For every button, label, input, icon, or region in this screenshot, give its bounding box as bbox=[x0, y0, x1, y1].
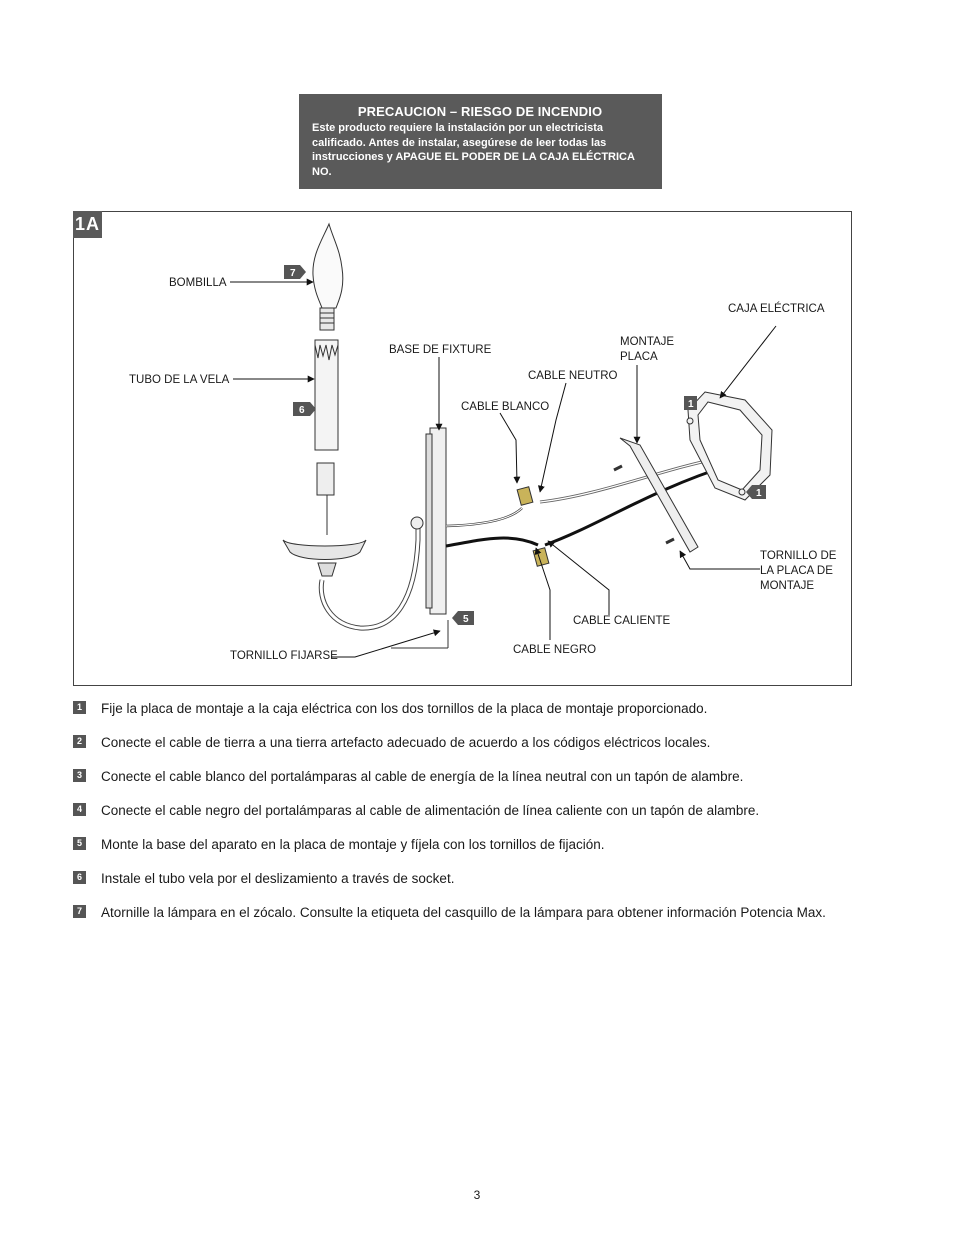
step-text: Conecte el cable blanco del portalámpara… bbox=[101, 769, 744, 784]
step-number: 5 bbox=[73, 837, 86, 850]
step-number: 4 bbox=[73, 803, 86, 816]
callout-5: 5 bbox=[452, 611, 474, 625]
svg-text:5: 5 bbox=[463, 614, 469, 625]
label-base-fixture: BASE DE FIXTURE bbox=[389, 344, 492, 356]
fixture-drawing bbox=[282, 427, 449, 649]
bulb-drawing bbox=[312, 222, 344, 331]
step-number: 7 bbox=[73, 905, 86, 918]
svg-text:7: 7 bbox=[290, 268, 296, 279]
step-text: Conecte el cable negro del portalámparas… bbox=[101, 803, 760, 818]
wires-drawing bbox=[445, 456, 731, 567]
label-montaje: MONTAJE bbox=[620, 336, 674, 348]
step-text: Conecte el cable de tierra a una tierra … bbox=[101, 735, 711, 750]
step-text: Instale el tubo vela por el deslizamient… bbox=[101, 871, 455, 886]
svg-text:6: 6 bbox=[299, 405, 305, 416]
label-bombilla: BOMBILLA bbox=[169, 277, 227, 289]
leader-lines bbox=[230, 278, 777, 658]
svg-text:1: 1 bbox=[688, 399, 694, 410]
step-number: 3 bbox=[73, 769, 86, 782]
figure-frame bbox=[73, 211, 852, 686]
label-cable-neutro: CABLE NEUTRO bbox=[528, 370, 618, 382]
caution-box: PRECAUCION – RIESGO DE INCENDIO Este pro… bbox=[299, 94, 662, 189]
step-5: 5 Monte la base del aparato en la placa … bbox=[73, 834, 863, 855]
label-tornillo-fijarse: TORNILLO FIJARSE bbox=[230, 650, 338, 662]
label-tubo-vela: TUBO DE LA VELA bbox=[129, 374, 230, 386]
label-caja-electrica: CAJA ELÉCTRICA bbox=[728, 302, 825, 315]
label-placa: PLACA bbox=[620, 351, 658, 363]
instruction-steps: 1 Fije la placa de montaje a la caja elé… bbox=[73, 698, 863, 936]
step-4: 4 Conecte el cable negro del portalámpar… bbox=[73, 800, 863, 821]
label-tornillo-placa-2: LA PLACA DE bbox=[760, 565, 833, 577]
callout-7: 7 bbox=[284, 265, 306, 279]
caution-title: PRECAUCION – RIESGO DE INCENDIO bbox=[357, 104, 603, 119]
mounting-plate-drawing bbox=[613, 437, 699, 553]
label-tornillo-placa-3: MONTAJE bbox=[760, 580, 814, 592]
step-7: 7 Atornille la lámpara en el zócalo. Con… bbox=[73, 902, 863, 923]
label-tornillo-placa-1: TORNILLO DE bbox=[760, 550, 837, 562]
step-text: Atornille la lámpara en el zócalo. Consu… bbox=[101, 905, 826, 920]
label-cable-blanco: CABLE BLANCO bbox=[461, 401, 549, 413]
step-number: 6 bbox=[73, 871, 86, 884]
caution-body: Este producto requiere la instalación po… bbox=[312, 122, 635, 178]
figure-tag: 1A bbox=[73, 211, 102, 238]
step-text: Fije la placa de montaje a la caja eléct… bbox=[101, 701, 708, 716]
step-3: 3 Conecte el cable blanco del portalámpa… bbox=[73, 766, 863, 787]
label-cable-negro: CABLE NEGRO bbox=[513, 644, 596, 656]
step-6: 6 Instale el tubo vela por el deslizamie… bbox=[73, 868, 863, 889]
step-text: Monte la base del aparato en la placa de… bbox=[101, 837, 605, 852]
callout-6: 6 bbox=[293, 402, 316, 416]
page-number: 3 bbox=[473, 1188, 481, 1202]
step-1: 1 Fije la placa de montaje a la caja elé… bbox=[73, 698, 863, 719]
candle-tube-drawing bbox=[314, 339, 339, 496]
callout-1-bottom: 1 bbox=[746, 485, 766, 499]
step-number: 2 bbox=[73, 735, 86, 748]
step-number: 1 bbox=[73, 701, 86, 714]
callout-1-top: 1 bbox=[684, 396, 697, 410]
svg-text:1: 1 bbox=[756, 488, 762, 499]
step-2: 2 Conecte el cable de tierra a una tierr… bbox=[73, 732, 863, 753]
label-cable-caliente: CABLE CALIENTE bbox=[573, 615, 670, 627]
installation-diagram: BOMBILLA TUBO DE LA VELA BASE DE FIXTURE… bbox=[129, 222, 837, 662]
electrical-box-drawing bbox=[686, 391, 773, 501]
